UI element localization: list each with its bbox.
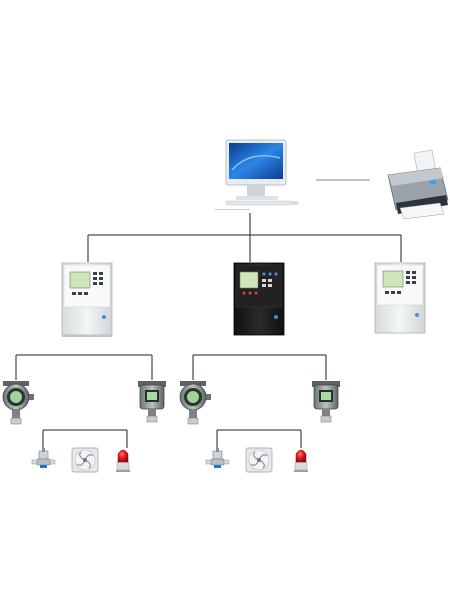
- desktop-computer-icon: [215, 139, 299, 210]
- controller-cabinet-1: [61, 262, 113, 337]
- alarm-beacon-icon: [116, 449, 130, 472]
- connection-lines: [15, 179, 402, 448]
- round-gas-detector-3: [179, 381, 211, 425]
- square-gas-detector-4: [312, 381, 340, 423]
- printer-icon: [387, 149, 449, 220]
- controller-cabinet-3: [374, 262, 426, 334]
- square-gas-detector-2: [138, 381, 166, 423]
- controller-cabinet-2: [233, 262, 285, 336]
- solenoid-valve-icon: [205, 448, 230, 468]
- solenoid-valve-icon: [31, 448, 56, 468]
- alarm-beacon-icon: [294, 449, 308, 472]
- round-gas-detector-1: [2, 381, 34, 425]
- exhaust-fan-icon: [71, 447, 99, 473]
- exhaust-fan-icon: [245, 447, 273, 473]
